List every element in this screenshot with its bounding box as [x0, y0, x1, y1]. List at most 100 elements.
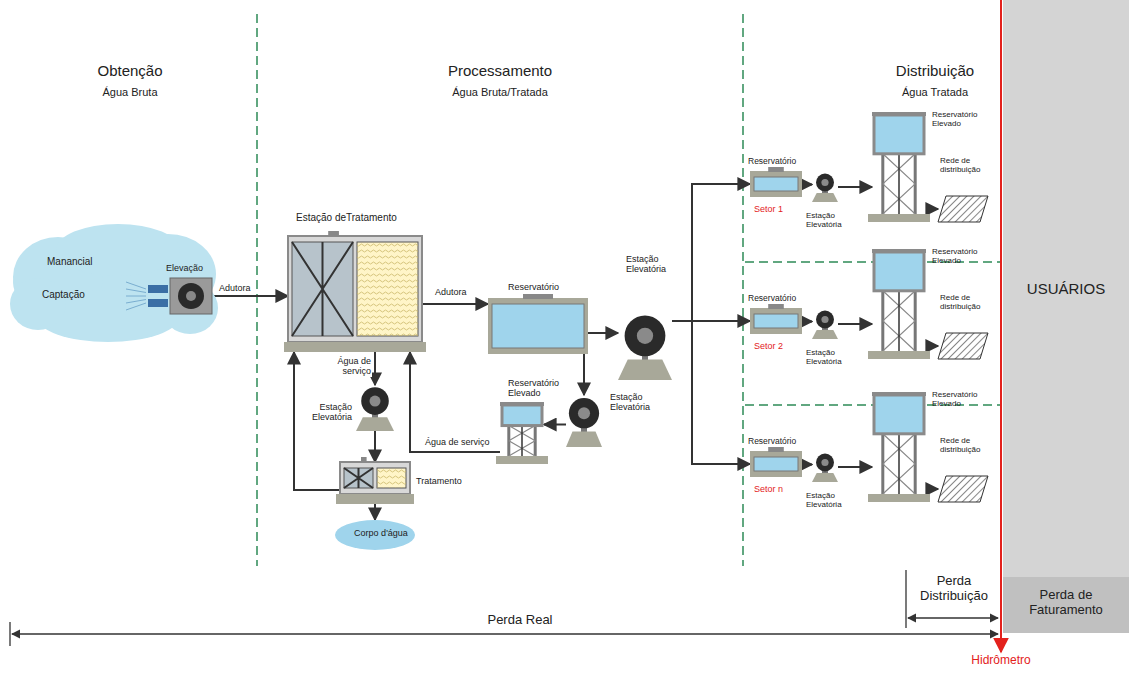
pump-station: Estação Elevatória: [812, 172, 838, 202]
node-label: Reservatório Elevado: [932, 390, 988, 408]
pipe-label: Adutora: [434, 287, 468, 297]
pipe-connector: [838, 323, 872, 325]
section-heading: Obtenção: [70, 62, 190, 79]
pipe-connector: [422, 303, 488, 305]
pipe-connector: [212, 295, 288, 297]
node-label: Reservatório Elevado: [932, 110, 988, 128]
reservoir-shape: [488, 298, 588, 354]
pump-station-shape: [812, 172, 838, 202]
pipe-connector: [838, 186, 872, 188]
section-heading: Água Bruta: [70, 86, 190, 99]
pipe-connector: [410, 352, 500, 452]
node-label: Estação Elevatória: [300, 402, 352, 423]
node-label: Reservatório: [748, 437, 796, 447]
pump-station: Estação Elevatória: [356, 385, 394, 431]
pump-station: Estação Elevatória: [566, 395, 602, 447]
sludge-treatment-shape: [340, 462, 410, 504]
pipe-connector: [802, 321, 812, 323]
loss-label: Hidrômetro: [950, 654, 1052, 668]
intake-pump-shape: [170, 278, 212, 314]
pipe-connector: [926, 345, 938, 347]
pipe-connector: [802, 184, 812, 186]
elevated-tank-shape: [872, 112, 926, 222]
node-label: Reservatório Elevado: [932, 247, 988, 265]
node-label: USUÁRIOS: [1003, 280, 1129, 297]
reservoir-shape: [750, 171, 802, 197]
treatment-plant: Estação deTratamento: [288, 236, 422, 352]
pipe-connector: [583, 354, 585, 395]
node-label: Rede de distribuição: [940, 436, 996, 454]
elevated-tank-shape: [500, 402, 544, 464]
node-label: Reservatório: [748, 294, 796, 304]
node-label: Estação Elevatória: [610, 392, 666, 413]
node-label: Estação Elevatória: [806, 491, 854, 509]
pipe-connector: [672, 184, 750, 321]
node-label: Tratamento: [416, 476, 462, 486]
reservoir-shape: [750, 451, 802, 477]
pipe-connector: [374, 504, 376, 520]
pipe-connector: [838, 466, 872, 468]
reservoir: ReservatórioSetor 1: [750, 171, 802, 197]
pipe-label: Água de serviço: [424, 437, 491, 447]
section-heading: Água Bruta/Tratada: [420, 86, 580, 99]
distribution-network: Rede de distribuição: [938, 476, 988, 502]
reservoir: Reservatório: [488, 298, 588, 354]
pipe-connector: [802, 464, 812, 466]
pump-station: Estação Elevatória: [812, 452, 838, 482]
pipe-connector: [374, 431, 376, 462]
pipe-connector: [374, 352, 376, 385]
pipe-label: Água de serviço: [318, 356, 372, 377]
node-label: Setor 1: [754, 204, 783, 214]
pump-station-shape: [618, 312, 672, 380]
reservoir: ReservatórioSetor n: [750, 451, 802, 477]
node-label: Setor n: [754, 484, 783, 494]
node-label: Manancial: [47, 256, 93, 268]
section-heading: Água Tratada: [855, 86, 1015, 99]
distribution-network-shape: [938, 333, 988, 359]
pump-station: Estação Elevatória: [618, 312, 672, 380]
elevated-tank: Reservatório Elevado: [872, 112, 926, 222]
loss-label: Perda Real: [460, 613, 580, 628]
distribution-network: Rede de distribuição: [938, 196, 988, 222]
section-divider: [257, 14, 1000, 566]
pipe-label: Adutora: [218, 283, 252, 293]
loss-label: Perda Distribuição: [908, 574, 1000, 604]
intake-pump: Elevação: [170, 278, 212, 314]
node-label: Corpo d'água: [335, 528, 427, 538]
elevated-tank: Reservatório Elevado: [872, 249, 926, 359]
pipe-connector: [926, 208, 938, 210]
elevated-tank-shape: [872, 249, 926, 359]
node-label: Captação: [42, 289, 85, 301]
loss-brackets: [10, 570, 998, 646]
pipe-connector: [926, 488, 938, 490]
node-label: Rede de distribuição: [940, 293, 996, 311]
node-label: Rede de distribuição: [940, 156, 996, 174]
users-panel: USUÁRIOS: [1003, 0, 1129, 577]
pipe-connector: [544, 424, 566, 426]
pump-station-shape: [566, 395, 602, 447]
pipe-connector: [672, 321, 750, 464]
node-label: Elevação: [166, 263, 203, 273]
elevated-tank: Reservatório Elevado: [500, 402, 544, 464]
reservoir: ReservatórioSetor 2: [750, 308, 802, 334]
sludge-treatment: Tratamento: [340, 462, 410, 504]
water-body: Corpo d'água: [335, 520, 427, 550]
section-heading: Distribuição: [855, 62, 1015, 79]
node-label: Perda de Faturamento: [1003, 588, 1129, 618]
node-label: Estação deTratamento: [296, 212, 397, 224]
node-label: Estação Elevatória: [806, 211, 854, 229]
node-label: Reservatório: [508, 282, 559, 292]
node-label: Estação Elevatória: [626, 254, 682, 275]
reservoir-shape: [750, 308, 802, 334]
section-heading: Processamento: [420, 62, 580, 79]
treatment-plant-shape: [288, 236, 422, 352]
node-label: Reservatório: [748, 157, 796, 167]
distribution-network-shape: [938, 196, 988, 222]
distribution-network-shape: [938, 476, 988, 502]
node-label: Setor 2: [754, 341, 783, 351]
pump-station: Estação Elevatória: [812, 309, 838, 339]
pump-station-shape: [812, 452, 838, 482]
pump-station-shape: [356, 385, 394, 431]
meter-line: [1000, 0, 1002, 652]
